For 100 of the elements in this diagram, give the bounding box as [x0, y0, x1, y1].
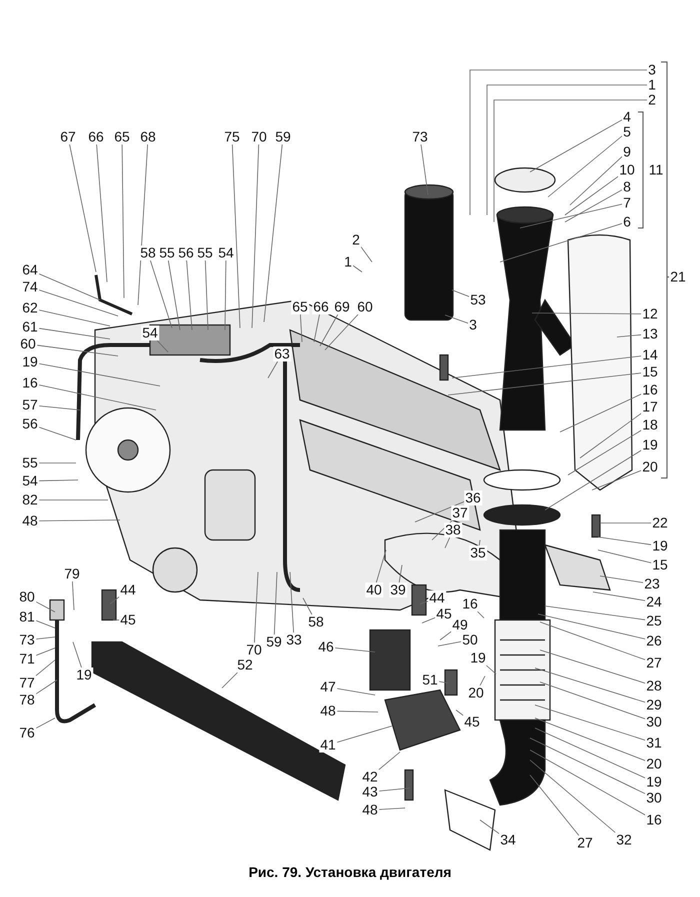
leader-line — [452, 290, 470, 297]
leader-line — [302, 598, 312, 615]
leader-line — [438, 681, 448, 684]
leader-line — [186, 260, 192, 330]
callout-number: 59 — [274, 130, 292, 144]
callout-number: 20 — [467, 686, 485, 700]
callout-number: 36 — [464, 490, 482, 506]
callout-number: 11 — [648, 162, 664, 178]
callout-number: 23 — [643, 576, 661, 592]
leader-line — [570, 156, 622, 206]
callout-number: 73 — [18, 632, 36, 648]
leader-line — [548, 136, 622, 198]
leader-line — [336, 710, 378, 712]
leader-line — [456, 710, 464, 716]
leader-line — [38, 310, 110, 326]
callout-number: 9 — [622, 144, 632, 160]
leader-line — [544, 450, 642, 510]
leader-line — [520, 204, 622, 228]
callout-number: 3 — [647, 62, 657, 78]
callout-number: 64 — [21, 262, 39, 278]
callout-number: 60 — [356, 300, 374, 314]
callout-number: 63 — [273, 346, 291, 362]
callout-number: 41 — [319, 738, 337, 752]
callout-number: 73 — [411, 130, 429, 144]
callout-number: 49 — [451, 618, 469, 632]
callout-number: 54 — [21, 474, 39, 488]
callout-number: 42 — [361, 770, 379, 784]
leader-line — [486, 84, 648, 216]
callout-number: 61 — [21, 320, 39, 334]
leader-line — [96, 144, 108, 282]
leader-line — [568, 430, 642, 476]
leader-line — [38, 290, 118, 316]
callout-number: 26 — [645, 634, 663, 648]
callout-number: 79 — [63, 566, 81, 582]
leader-line — [494, 100, 648, 222]
callout-number: 1 — [343, 254, 353, 270]
leader-line — [360, 246, 372, 262]
callout-number: 48 — [21, 514, 39, 528]
callout-number: 44 — [119, 582, 137, 598]
callout-number: 74 — [21, 280, 39, 294]
callout-number: 13 — [641, 326, 659, 342]
leader-line — [264, 144, 283, 322]
leader-line — [334, 648, 376, 652]
callout-number: 18 — [641, 418, 659, 432]
callout-number: 55 — [158, 246, 176, 260]
leader-line — [376, 550, 386, 583]
callout-number: 1 — [647, 78, 657, 92]
leader-line — [35, 648, 56, 656]
callout-number: 53 — [469, 292, 487, 308]
callout-number: 19 — [641, 438, 659, 452]
leader-line — [38, 462, 76, 464]
leader-line — [254, 572, 258, 643]
callout-number: 20 — [645, 756, 663, 772]
leader-line — [440, 631, 452, 640]
callout-number: 10 — [618, 162, 636, 178]
leader-line — [110, 596, 120, 604]
leader-line — [378, 808, 406, 810]
callout-number: 3 — [468, 318, 478, 332]
callout-number: 48 — [361, 802, 379, 818]
leader-line — [35, 680, 58, 694]
leader-line — [168, 260, 180, 330]
leader-line — [444, 537, 450, 548]
leader-line — [422, 617, 436, 624]
leader-line — [378, 752, 400, 770]
callout-number: 66 — [312, 300, 330, 314]
callout-number: 12 — [641, 306, 659, 322]
leader-line — [35, 718, 56, 729]
leader-line — [122, 144, 124, 298]
leader-line — [592, 592, 646, 601]
callout-number: 16 — [641, 382, 659, 398]
callout-number: 48 — [319, 704, 337, 718]
callout-number: 19 — [75, 668, 93, 682]
callout-number: 70 — [250, 130, 268, 144]
leader-line — [38, 273, 100, 300]
callout-number: 62 — [21, 300, 39, 316]
leader-line — [69, 144, 96, 272]
callout-number: 35 — [469, 546, 487, 560]
leader-line — [478, 540, 480, 546]
callout-number: 57 — [21, 398, 39, 412]
leader-line — [336, 726, 392, 743]
leader-line — [530, 774, 580, 836]
leader-line — [300, 314, 302, 342]
leader-line — [470, 70, 648, 216]
leader-line — [138, 144, 148, 306]
leader-line — [580, 413, 642, 458]
callout-number: 43 — [361, 784, 379, 800]
callout-number: 5 — [622, 124, 632, 140]
leader-line — [252, 144, 260, 328]
leader-line — [420, 144, 428, 196]
callout-number: 29 — [645, 698, 663, 712]
leader-line — [534, 704, 646, 741]
leader-line — [534, 728, 646, 778]
callout-number: 55 — [196, 246, 214, 260]
leader-line — [534, 718, 646, 761]
callout-number: 19 — [469, 650, 487, 666]
callout-number: 45 — [119, 612, 137, 628]
callout-number: 70 — [245, 642, 263, 658]
leader-line — [38, 426, 76, 440]
leader-line — [444, 314, 468, 324]
callout-number: 52 — [236, 658, 254, 672]
